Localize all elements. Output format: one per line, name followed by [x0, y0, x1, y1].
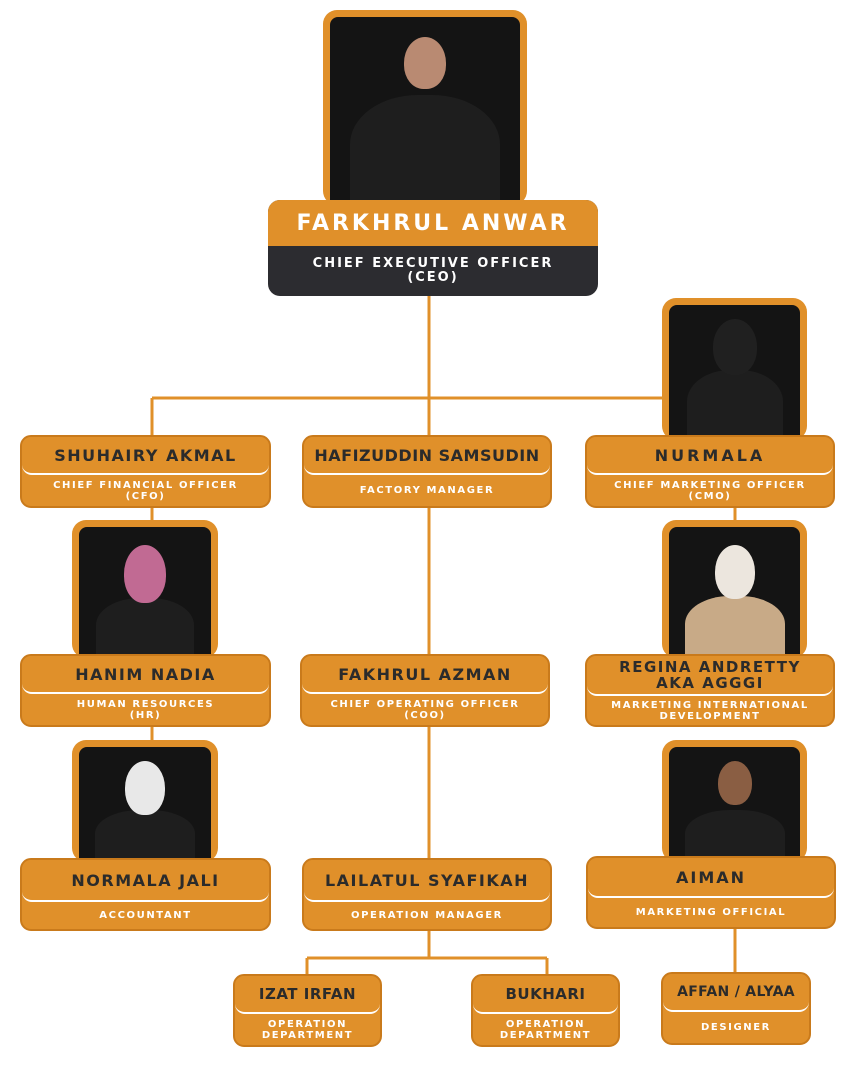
accountant-card: NORMALA JALI ACCOUNTANT	[20, 858, 271, 931]
cmo-role-line1: CHIEF MARKETING OFFICER	[614, 479, 806, 491]
cmo-name: NURMALA	[587, 437, 833, 475]
hr-role-line2: (HR)	[129, 709, 162, 721]
marketing-intl-name-line1: REGINA ANDRETTY	[619, 658, 801, 676]
accountant-photo	[72, 740, 218, 862]
ceo-card: FARKHRUL ANWAR CHIEF EXECUTIVE OFFICER (…	[268, 200, 598, 296]
izat-role-line1: OPERATION	[267, 1018, 348, 1030]
operation-manager-card: LAILATUL SYAFIKAH OPERATION MANAGER	[302, 858, 552, 931]
cfo-name: SHUHAIRY AKMAL	[22, 437, 269, 475]
hr-card: HANIM NADIA HUMAN RESOURCES (HR)	[20, 654, 271, 727]
izat-role-line2: DEPARTMENT	[261, 1029, 354, 1041]
operation-manager-role: OPERATION MANAGER	[308, 902, 546, 929]
cfo-role-line1: CHIEF FINANCIAL OFFICER	[53, 479, 238, 491]
marketing-intl-card: REGINA ANDRETTY AKA AGGGI MARKETING INTE…	[585, 654, 835, 727]
cfo-role: CHIEF FINANCIAL OFFICER (CFO)	[26, 475, 265, 506]
ceo-role-line2: (CEO)	[407, 270, 459, 285]
marketing-intl-name-line2: AKA AGGGI	[656, 674, 764, 692]
izat-name: IZAT IRFAN	[235, 976, 380, 1014]
marketing-intl-role-line1: MARKETING INTERNATIONAL	[611, 699, 809, 711]
bukhari-name: BUKHARI	[473, 976, 618, 1014]
marketing-intl-role-line2: DEVELOPMENT	[659, 710, 761, 722]
marketing-intl-role: MARKETING INTERNATIONAL DEVELOPMENT	[591, 696, 829, 725]
designer-role: DESIGNER	[667, 1012, 805, 1043]
marketing-official-role-line1: MARKETING OFFICIAL	[635, 907, 787, 918]
hr-name: HANIM NADIA	[22, 656, 269, 694]
coo-role-line2: (COO)	[404, 709, 446, 721]
bukhari-card: BUKHARI OPERATION DEPARTMENT	[471, 974, 620, 1047]
factory-manager-name: HAFIZUDDIN SAMSUDIN	[304, 437, 550, 475]
hr-photo	[72, 520, 218, 658]
ceo-name: FARKHRUL ANWAR	[268, 200, 598, 246]
bukhari-role-line2: DEPARTMENT	[499, 1029, 592, 1041]
aiman-photo	[662, 740, 807, 862]
bukhari-role-line1: OPERATION	[505, 1018, 586, 1030]
hr-role: HUMAN RESOURCES (HR)	[26, 694, 265, 725]
ceo-role: CHIEF EXECUTIVE OFFICER (CEO)	[272, 246, 594, 296]
marketing-official-name: AIMAN	[588, 858, 834, 898]
cmo-role-line2: (CMO)	[688, 490, 732, 502]
designer-name: AFFAN / ALYAA	[663, 974, 809, 1012]
designer-card: AFFAN / ALYAA DESIGNER	[661, 972, 811, 1045]
cmo-photo	[662, 298, 807, 440]
factory-manager-card: HAFIZUDDIN SAMSUDIN FACTORY MANAGER	[302, 435, 552, 508]
designer-role-line1: DESIGNER	[701, 1022, 771, 1033]
accountant-role-line1: ACCOUNTANT	[99, 910, 192, 921]
cfo-card: SHUHAIRY AKMAL CHIEF FINANCIAL OFFICER (…	[20, 435, 271, 508]
operation-manager-role-line1: OPERATION MANAGER	[351, 910, 503, 921]
operation-manager-name: LAILATUL SYAFIKAH	[304, 860, 550, 902]
cmo-role: CHIEF MARKETING OFFICER (CMO)	[591, 475, 829, 506]
coo-role: CHIEF OPERATING OFFICER (COO)	[306, 694, 544, 725]
marketing-official-card: AIMAN MARKETING OFFICIAL	[586, 856, 836, 929]
factory-manager-role-line1: FACTORY MANAGER	[359, 485, 495, 496]
coo-role-line1: CHIEF OPERATING OFFICER	[330, 698, 520, 710]
marketing-official-role: MARKETING OFFICIAL	[592, 898, 830, 927]
ceo-photo	[323, 10, 527, 205]
izat-card: IZAT IRFAN OPERATION DEPARTMENT	[233, 974, 382, 1047]
cfo-role-line2: (CFO)	[125, 490, 166, 502]
cmo-card: NURMALA CHIEF MARKETING OFFICER (CMO)	[585, 435, 835, 508]
ceo-role-line1: CHIEF EXECUTIVE OFFICER	[312, 256, 554, 271]
coo-name: FAKHRUL AZMAN	[302, 656, 548, 694]
factory-manager-role: FACTORY MANAGER	[308, 475, 546, 506]
marketing-intl-name: REGINA ANDRETTY AKA AGGGI	[587, 656, 833, 696]
izat-role: OPERATION DEPARTMENT	[239, 1014, 376, 1045]
bukhari-role: OPERATION DEPARTMENT	[477, 1014, 614, 1045]
hr-role-line1: HUMAN RESOURCES	[76, 698, 215, 710]
accountant-name: NORMALA JALI	[22, 860, 269, 902]
coo-card: FAKHRUL AZMAN CHIEF OPERATING OFFICER (C…	[300, 654, 550, 727]
accountant-role: ACCOUNTANT	[26, 902, 265, 929]
regina-photo	[662, 520, 807, 658]
